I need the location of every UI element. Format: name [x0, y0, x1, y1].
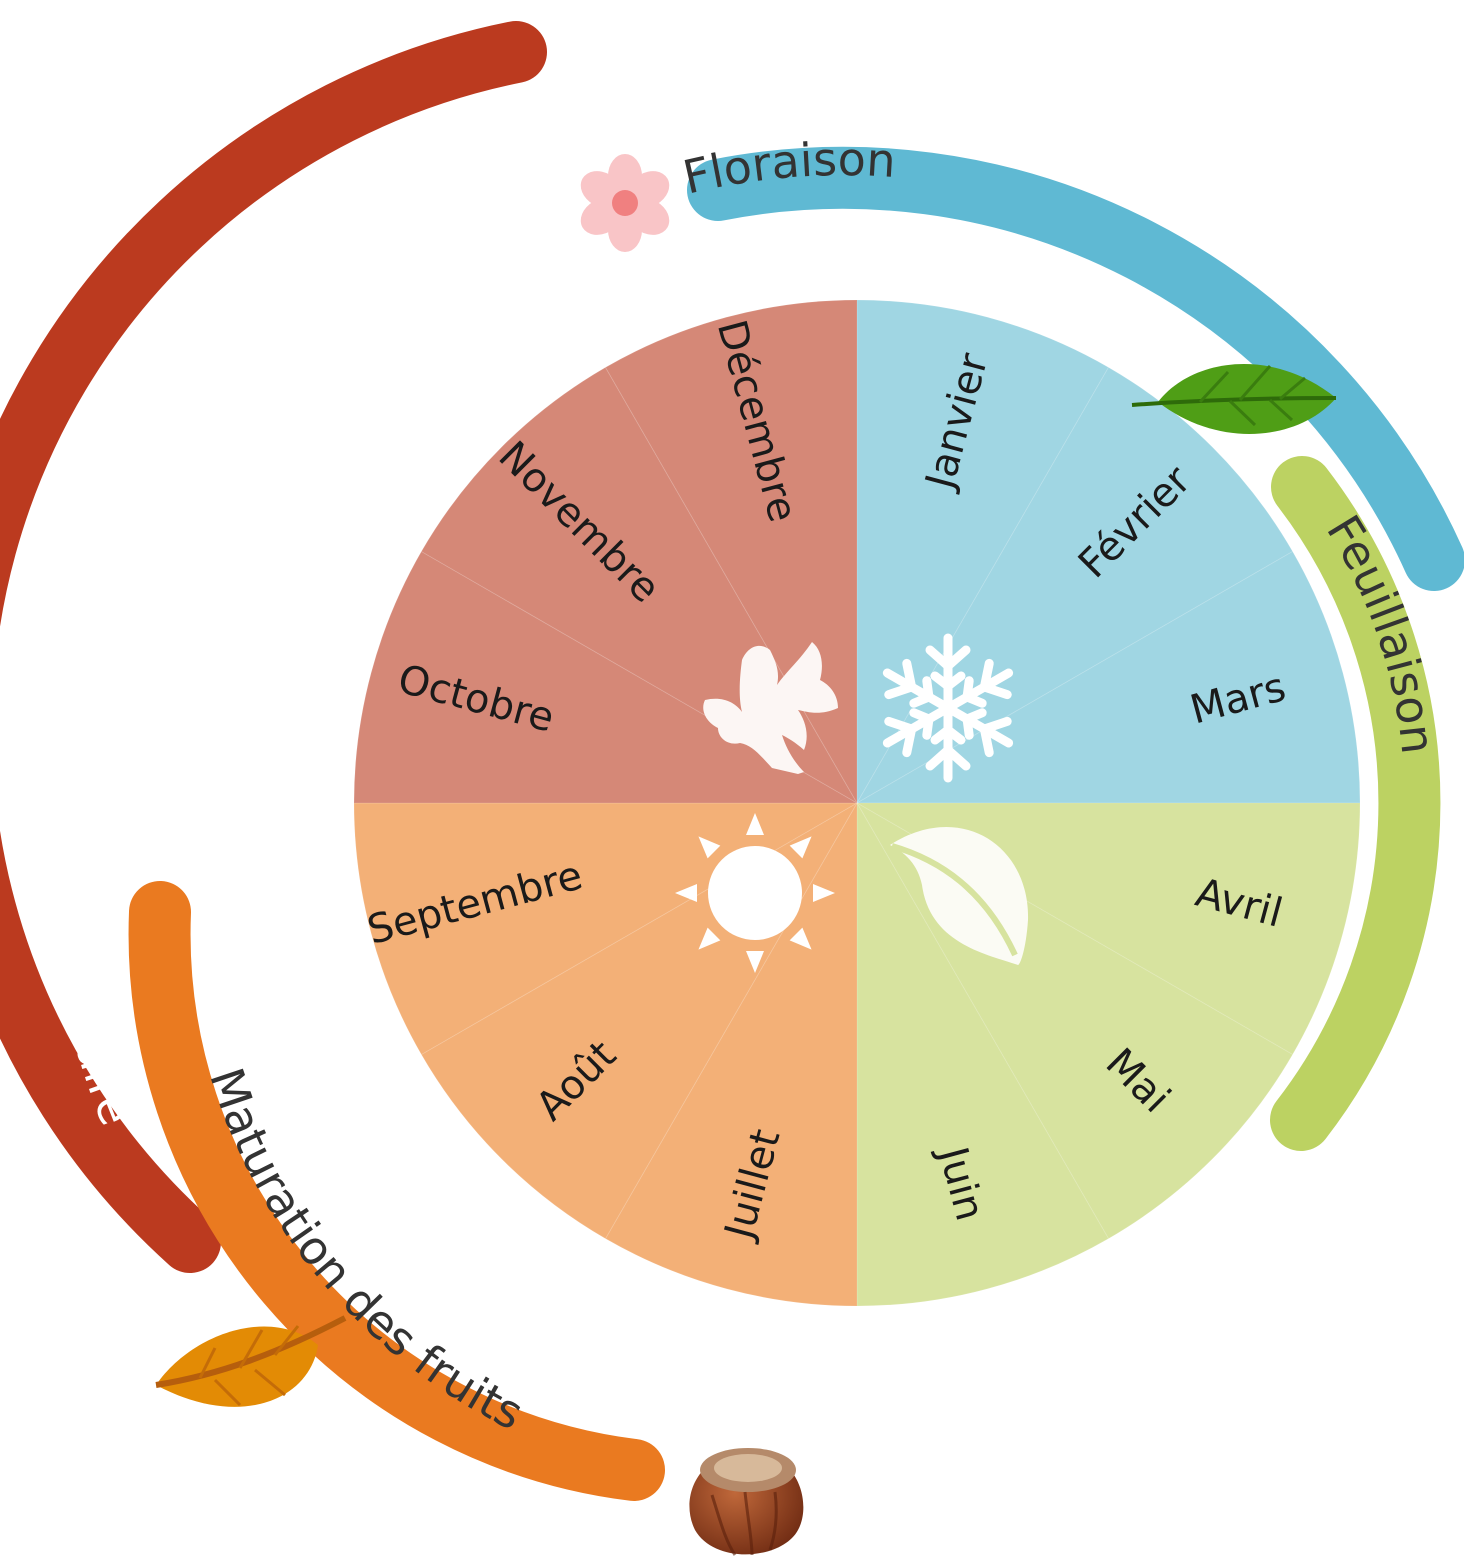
autumn-leaf-icon	[155, 1315, 347, 1407]
month-sector-7	[604, 801, 858, 1307]
snowflake-icon	[878, 633, 1017, 778]
flower-icon	[580, 154, 670, 252]
hazelnut-icon	[689, 1448, 804, 1556]
sun-icon	[675, 813, 835, 973]
green-leaf-icon	[1131, 364, 1337, 434]
leaf-icon	[890, 827, 1029, 965]
month-wheel: JanvierFévrierMarsAvrilMaiJuinJuilletAoû…	[353, 299, 1361, 1307]
month-sector-6	[856, 801, 1110, 1307]
month-sector-1	[856, 299, 1110, 805]
maple-leaf-icon	[703, 642, 838, 774]
